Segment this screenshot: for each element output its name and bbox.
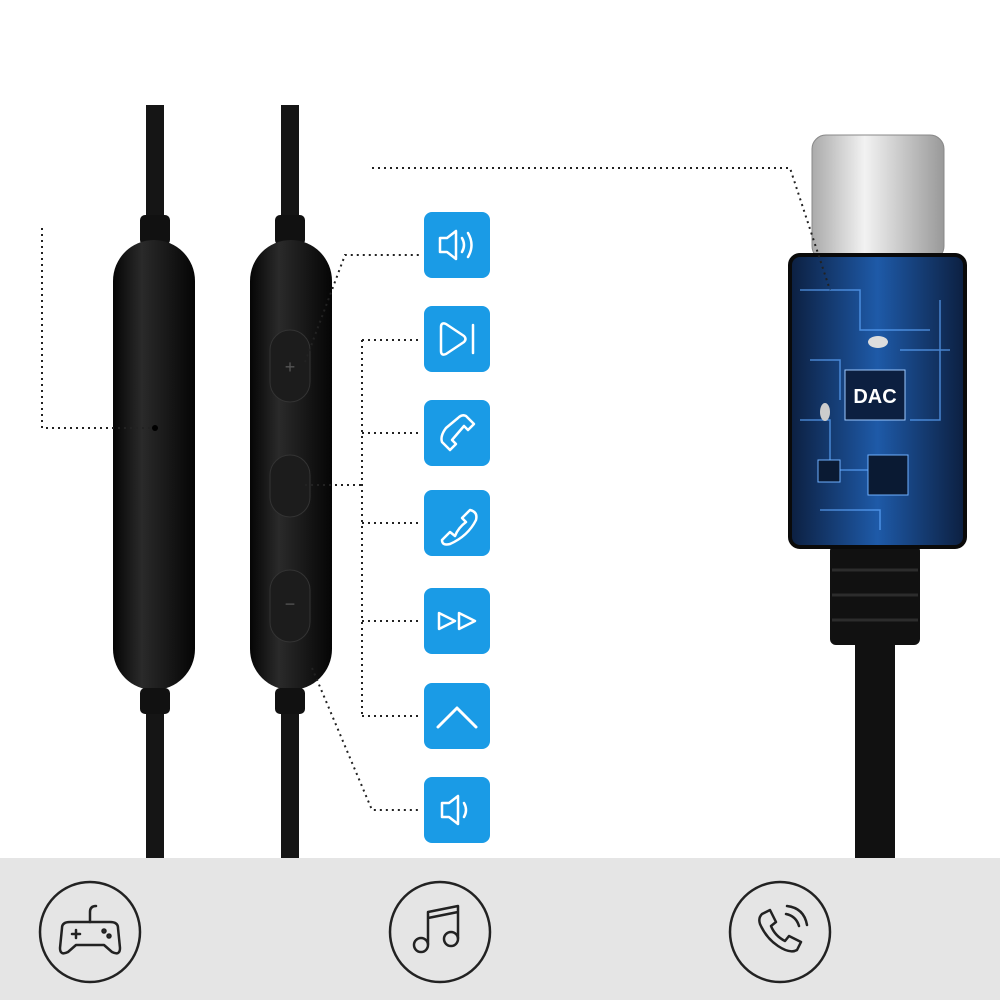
volume-down-icon bbox=[424, 777, 490, 843]
volume-down-button bbox=[269, 569, 311, 643]
gamepad-icon bbox=[38, 880, 142, 984]
up-chevron-icon bbox=[424, 683, 490, 749]
dac-label: DAC bbox=[853, 386, 896, 408]
svg-text:−: − bbox=[285, 594, 296, 614]
feature-band bbox=[0, 858, 1000, 1000]
mic-remote bbox=[113, 105, 195, 858]
mic-hole bbox=[152, 425, 158, 431]
music-note-icon bbox=[388, 880, 492, 984]
svg-text:+: + bbox=[285, 357, 296, 377]
control-remote: + − bbox=[250, 105, 332, 858]
usb-c-plug: DAC bbox=[788, 134, 967, 858]
play-next-icon bbox=[424, 306, 490, 372]
multifunction-button bbox=[269, 454, 311, 518]
volume-up-icon bbox=[424, 212, 490, 278]
hang-up-icon bbox=[424, 490, 490, 556]
leader-lines bbox=[41, 167, 831, 811]
phone-call-icon bbox=[728, 880, 832, 984]
volume-up-button bbox=[269, 329, 311, 403]
answer-call-icon bbox=[424, 400, 490, 466]
fast-forward-icon bbox=[424, 588, 490, 654]
